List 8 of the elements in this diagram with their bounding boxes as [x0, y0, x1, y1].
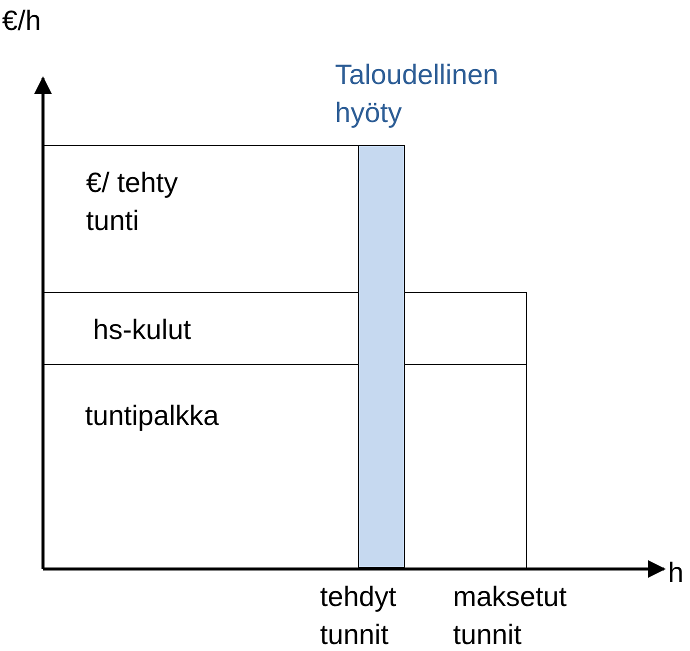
band-label: tuntipalkka	[85, 399, 220, 433]
bar-heading: Taloudellinen hyöty	[335, 58, 500, 130]
tick-label: tehdyt tunnit	[320, 580, 398, 651]
band-label: €/ tehty tunti	[86, 166, 179, 238]
axis-label: h	[668, 556, 685, 590]
axis-label: €/h	[2, 4, 42, 38]
band-label: hs-kulut	[93, 313, 192, 347]
tick-label: maksetut tunnit	[453, 580, 568, 651]
